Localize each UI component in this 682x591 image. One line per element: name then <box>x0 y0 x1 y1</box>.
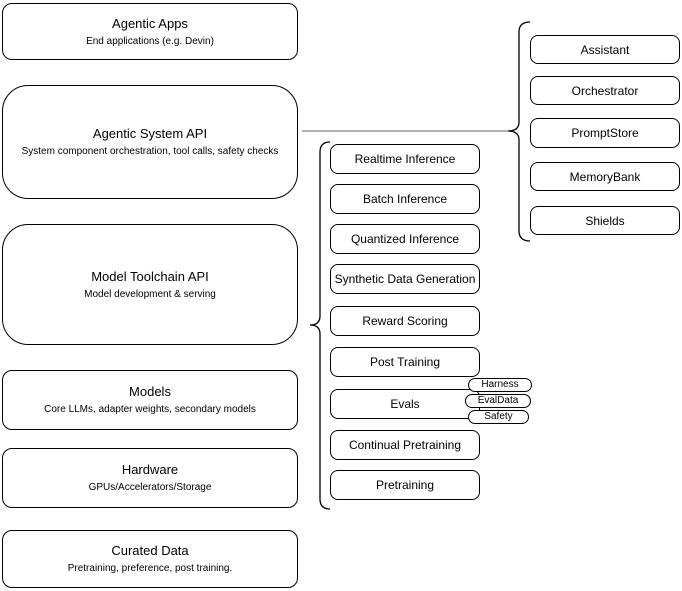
node-subtitle: System component orchestration, tool cal… <box>21 146 279 157</box>
eval-tag-safety: Safety <box>468 410 529 424</box>
node-title: Agentic Apps <box>112 15 188 31</box>
node-title: Agentic System API <box>92 126 208 141</box>
node-shields: Shields <box>530 206 680 235</box>
node-subtitle: GPUs/Accelerators/Storage <box>88 482 212 493</box>
node-post-training: Post Training <box>330 347 480 377</box>
node-batch-inference: Batch Inference <box>330 184 480 214</box>
node-model-toolchain-api: Model Toolchain API Model development & … <box>2 224 298 345</box>
node-agentic-apps: Agentic Apps End applications (e.g. Devi… <box>2 3 298 60</box>
node-title: Model Toolchain API <box>91 268 209 284</box>
node-title: Hardware <box>121 462 179 477</box>
toolchain-group-brace <box>309 141 331 510</box>
node-subtitle: End applications (e.g. Devin) <box>86 35 214 47</box>
node-evals: Evals <box>330 389 480 419</box>
node-models: Models Core LLMs, adapter weights, secon… <box>2 370 298 430</box>
node-realtime-inference: Realtime Inference <box>330 144 480 174</box>
node-promptstore: PromptStore <box>530 118 680 148</box>
node-subtitle: Model development & serving <box>84 288 216 300</box>
node-title: Curated Data <box>111 543 189 558</box>
node-curated-data: Curated Data Pretraining, preference, po… <box>2 530 298 588</box>
node-subtitle: Pretraining, preference, post training. <box>67 563 233 574</box>
node-memorybank: MemoryBank <box>530 162 680 191</box>
eval-tag-harness: Harness <box>468 378 532 392</box>
node-quantized-inference: Quantized Inference <box>330 224 480 254</box>
node-hardware: Hardware GPUs/Accelerators/Storage <box>2 448 298 508</box>
eval-tag-evaldata: EvalData <box>465 394 531 408</box>
node-synthetic-data-generation: Synthetic Data Generation <box>330 264 480 294</box>
node-reward-scoring: Reward Scoring <box>330 306 480 336</box>
node-orchestrator: Orchestrator <box>530 76 680 105</box>
node-continual-pretraining: Continual Pretraining <box>330 430 480 460</box>
node-agentic-system-api: Agentic System API System component orch… <box>2 85 298 199</box>
node-pretraining: Pretraining <box>330 470 480 500</box>
node-title: Models <box>129 384 171 399</box>
system-components-group-brace <box>507 21 531 242</box>
node-subtitle: Core LLMs, adapter weights, secondary mo… <box>44 404 256 415</box>
node-assistant: Assistant <box>530 35 680 64</box>
